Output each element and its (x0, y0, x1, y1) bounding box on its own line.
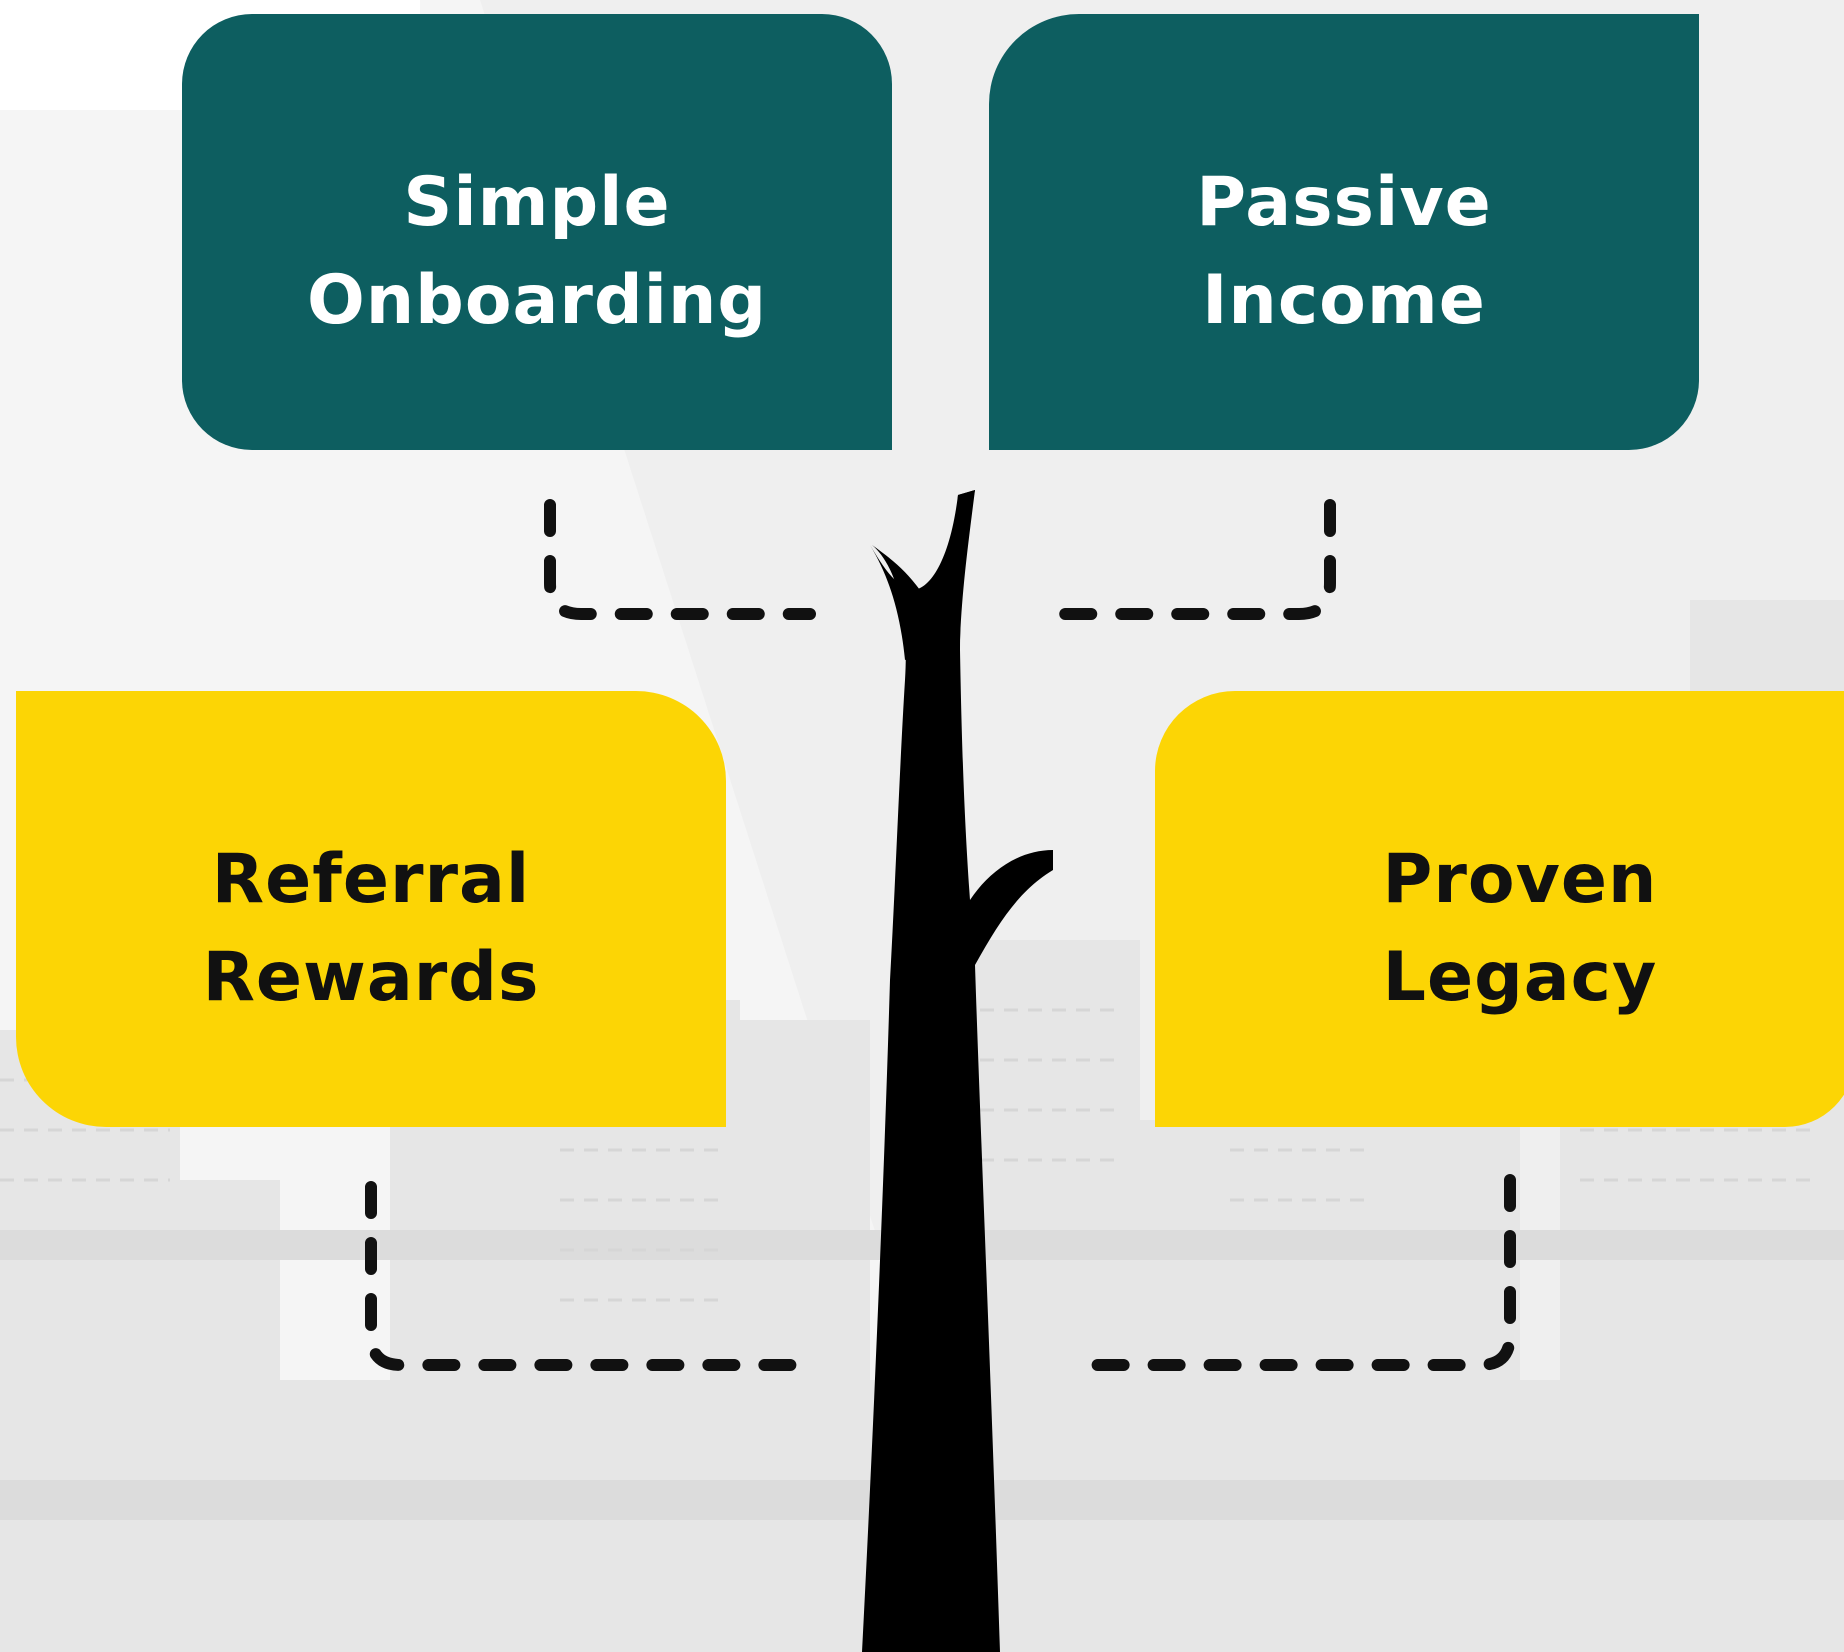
card-proven-legacy: Proven Legacy (1155, 691, 1844, 1127)
card-passive-income: Passive Income (989, 14, 1699, 450)
card-line-1: Simple (403, 163, 671, 242)
card-simple-onboarding: Simple Onboarding (182, 14, 892, 450)
card-line-2: Rewards (202, 938, 540, 1017)
card-line-2: Income (1202, 261, 1486, 340)
card-line-2: Legacy (1382, 938, 1658, 1017)
card-label: Passive Income (1196, 14, 1492, 450)
card-line-1: Referral (211, 840, 531, 919)
card-label: Proven Legacy (1353, 691, 1658, 1127)
card-referral-rewards: Referral Rewards (16, 691, 726, 1127)
card-line-1: Passive (1196, 163, 1492, 242)
card-line-2: Onboarding (306, 261, 768, 340)
card-label: Referral Rewards (203, 691, 540, 1127)
card-line-1: Proven (1382, 840, 1658, 919)
card-label: Simple Onboarding (307, 14, 767, 450)
